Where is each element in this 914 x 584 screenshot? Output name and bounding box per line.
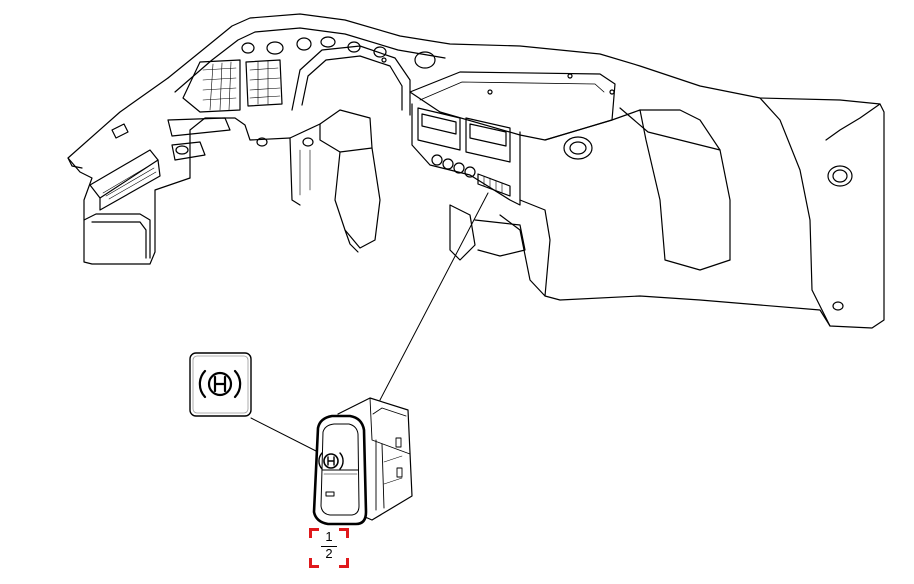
callout-top-number: 1 xyxy=(325,529,333,544)
leader-line-to-symbol xyxy=(250,417,319,453)
callout-divider xyxy=(321,546,337,547)
callout-corner xyxy=(309,558,319,568)
rocker-switch xyxy=(312,397,413,526)
callout-corner xyxy=(309,528,319,538)
page-callout: 1 2 xyxy=(309,528,349,568)
callout-corner xyxy=(339,558,349,568)
leader-lines xyxy=(250,192,489,453)
callout-corner xyxy=(339,528,349,538)
dashboard-outline xyxy=(67,13,885,329)
parking-brake-symbol-icon xyxy=(189,352,252,417)
callout-bottom-number: 2 xyxy=(325,546,333,561)
leader-line-to-dashboard xyxy=(379,192,489,401)
